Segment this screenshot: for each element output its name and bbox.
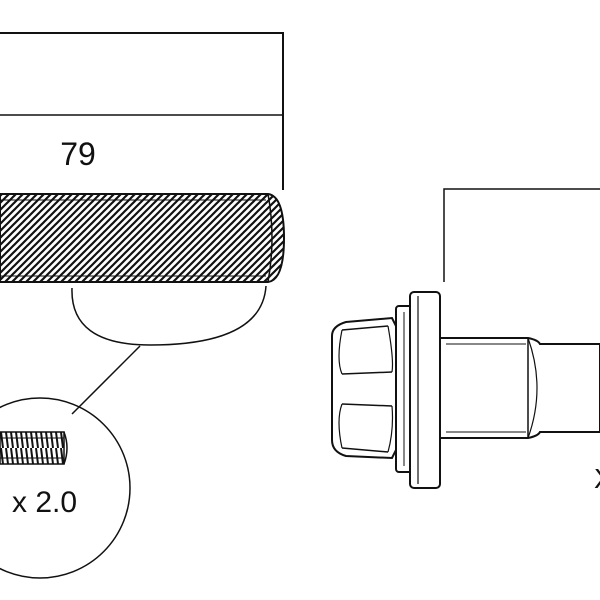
dimension-box-outline [0, 32, 284, 190]
length-dimension-label: 79 [60, 136, 96, 172]
detail-callout-ellipse [71, 285, 267, 346]
detail-thread [0, 431, 68, 465]
hex-head [331, 316, 399, 460]
right-dimension-line [443, 188, 600, 282]
thread-pitch-label: x 2.0 [12, 486, 77, 519]
length-dimension [0, 32, 284, 190]
detail-leader-line [71, 345, 141, 415]
flange-bolt [331, 188, 600, 489]
detail-magnifier-circle [0, 397, 131, 579]
bolt-shank [439, 337, 600, 439]
bolt-flange [409, 291, 441, 489]
right-cut-label: X [594, 463, 600, 494]
threaded-shank [0, 193, 286, 283]
